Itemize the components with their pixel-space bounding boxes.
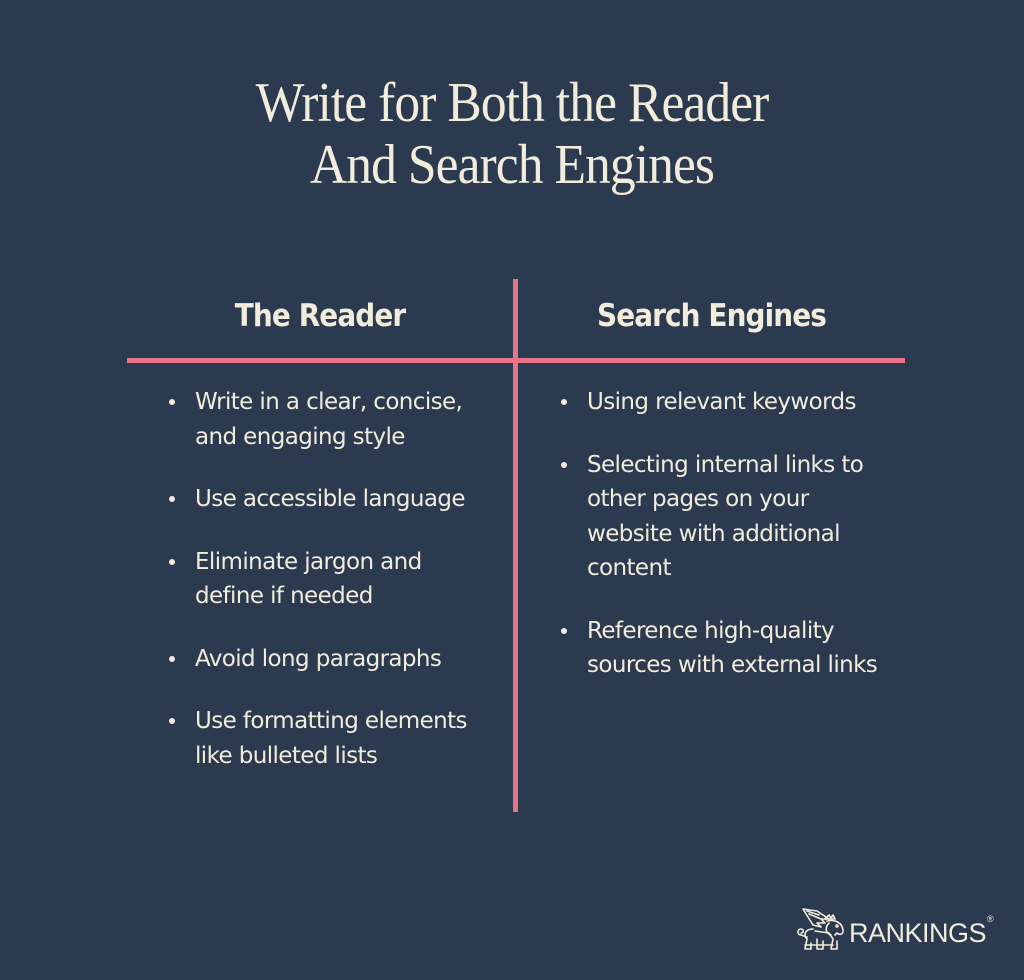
bullet-icon: [561, 461, 567, 468]
bullet-icon: [561, 399, 567, 405]
list-item: Write in a clear, concise, and engaging …: [166, 385, 496, 454]
column-heading-reader: The Reader: [234, 298, 406, 334]
bullet-icon: [561, 627, 567, 634]
bullet-icon: [169, 558, 175, 565]
list-item: Reference high-quality sources with exte…: [558, 614, 878, 683]
bullet-icon: [169, 718, 175, 724]
title-line-2: And Search Engines: [309, 134, 715, 196]
search-engines-list: Using relevant keywords Selecting intern…: [558, 385, 878, 711]
vertical-divider: [513, 279, 518, 812]
bullet-icon: [169, 399, 175, 405]
list-item: Use accessible language: [166, 482, 496, 517]
list-item: Use formatting elements like bulleted li…: [166, 704, 496, 773]
page-title: Write for Both the Reader And Search Eng…: [41, 72, 983, 196]
title-line-1: Write for Both the Reader: [255, 72, 770, 134]
reader-list: Write in a clear, concise, and engaging …: [166, 385, 496, 801]
horizontal-divider: [127, 358, 905, 363]
winged-lion-icon: [797, 908, 844, 950]
list-item: Avoid long paragraphs: [166, 642, 496, 677]
rankings-logo: RANKINGS®: [795, 904, 994, 954]
bullet-icon: [169, 496, 175, 502]
column-heading-search-engines: Search Engines: [597, 298, 827, 334]
list-item: Eliminate jargon and define if needed: [166, 545, 496, 614]
registered-mark: ®: [987, 913, 994, 924]
bullet-icon: [169, 655, 175, 662]
list-item: Using relevant keywords: [558, 385, 878, 420]
list-item: Selecting internal links to other pages …: [558, 448, 878, 586]
logo-wordmark: RANKINGS®: [849, 913, 994, 948]
